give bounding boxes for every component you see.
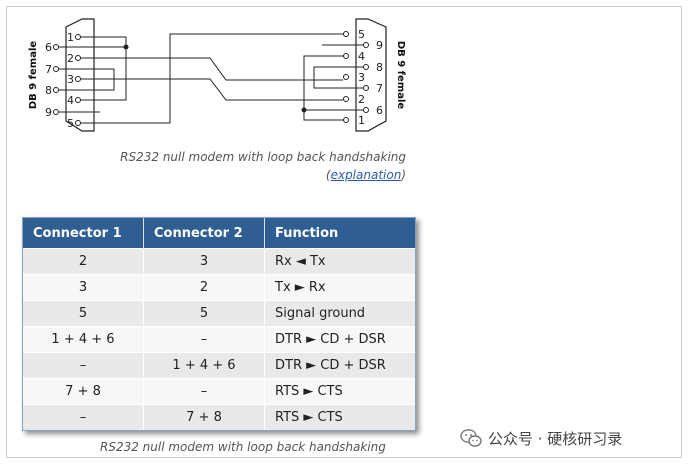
explanation-close-paren: )	[401, 168, 406, 182]
right-pin-label: 4	[358, 50, 365, 63]
cell-function: Signal ground	[264, 300, 415, 327]
left-pin-label: 4	[67, 94, 74, 107]
left-pin-label: 7	[45, 63, 52, 76]
right-pin-label: 8	[376, 61, 383, 74]
header-connector-2: Connector 2	[143, 218, 265, 249]
cell-connector-2: 7 + 8	[143, 404, 265, 430]
cell-connector-2: 3	[143, 248, 265, 275]
cell-function: RTS ► CTS	[264, 378, 415, 405]
left-pin-label: 8	[45, 84, 52, 97]
cell-connector-2: –	[143, 378, 265, 405]
watermark-text: 公众号 · 硬核研习录	[488, 429, 623, 448]
table-row: 1 + 4 + 6 – DTR ► CD + DSR	[23, 326, 415, 353]
left-pin-label: 2	[67, 52, 74, 65]
explanation-caption: (explanation)	[96, 168, 406, 182]
cell-connector-1: 2	[23, 248, 144, 275]
left-pin-label: 1	[67, 31, 74, 44]
right-connector-shell	[355, 18, 387, 132]
watermark: 公众号 · 硬核研习录	[460, 428, 622, 448]
table-row: 7 + 8 – RTS ► CTS	[23, 378, 415, 405]
explanation-open-paren: (	[325, 168, 331, 182]
cell-function: Tx ► Rx	[264, 274, 415, 301]
table-row: 2 3 Rx ◄ Tx	[23, 248, 415, 275]
left-pin-label: 6	[45, 41, 52, 54]
table-header-row: Connector 1 Connector 2 Function	[23, 218, 415, 249]
left-pin-label: 5	[67, 117, 74, 130]
right-pin-label: 5	[358, 28, 365, 41]
header-function: Function	[264, 218, 415, 249]
left-pin-label: 3	[67, 73, 74, 86]
cell-function: RTS ► CTS	[264, 404, 415, 430]
cell-connector-2: 5	[143, 300, 265, 327]
cell-function: DTR ► CD + DSR	[264, 326, 415, 353]
tx-rx-crossover	[81, 57, 343, 101]
pinout-table: Connector 1 Connector 2 Function 2 3 Rx …	[23, 218, 415, 430]
table-row: – 1 + 4 + 6 DTR ► CD + DSR	[23, 352, 415, 379]
table-row: – 7 + 8 RTS ► CTS	[23, 404, 415, 430]
right-loopback-dtr	[301, 55, 363, 121]
explanation-link[interactable]: explanation	[330, 168, 402, 182]
cell-connector-1: 3	[23, 274, 144, 301]
header-connector-1: Connector 1	[23, 218, 144, 249]
table-row: 5 5 Signal ground	[23, 300, 415, 327]
diagram-caption: RS232 null modem with loop back handshak…	[120, 150, 406, 164]
cell-connector-1: 5	[23, 300, 144, 327]
cell-connector-2: 1 + 4 + 6	[143, 352, 265, 379]
right-pin-label: 6	[376, 104, 383, 117]
right-pin-label: 7	[376, 82, 383, 95]
pinout-table-container: Connector 1 Connector 2 Function 2 3 Rx …	[22, 217, 416, 431]
table-caption: RS232 null modem with loop back handshak…	[100, 440, 386, 454]
cell-connector-1: 1 + 4 + 6	[23, 326, 144, 353]
right-pin-label: 1	[358, 114, 365, 127]
right-pin-circles	[343, 31, 369, 123]
left-pin-label: 9	[45, 106, 52, 119]
left-connector-label: DB 9 female	[28, 41, 39, 110]
left-connector-shell	[65, 18, 95, 132]
right-pin-label: 9	[376, 39, 383, 52]
cell-connector-1: –	[23, 404, 144, 430]
right-pin-label: 3	[358, 71, 365, 84]
left-pin-circles	[53, 34, 81, 126]
table-row: 3 2 Tx ► Rx	[23, 274, 415, 301]
right-pin-label: 2	[358, 93, 365, 106]
cell-connector-2: 2	[143, 274, 265, 301]
right-connector-label: DB 9 female	[395, 41, 406, 110]
left-loopback-dtr	[59, 36, 129, 101]
right-loopback-rts	[313, 66, 363, 89]
cell-connector-1: 7 + 8	[23, 378, 144, 405]
ground-wire	[81, 33, 343, 124]
cell-connector-1: –	[23, 352, 144, 379]
cell-connector-2: –	[143, 326, 265, 353]
cell-function: Rx ◄ Tx	[264, 248, 415, 275]
wechat-icon	[460, 429, 482, 447]
cell-function: DTR ► CD + DSR	[264, 352, 415, 379]
